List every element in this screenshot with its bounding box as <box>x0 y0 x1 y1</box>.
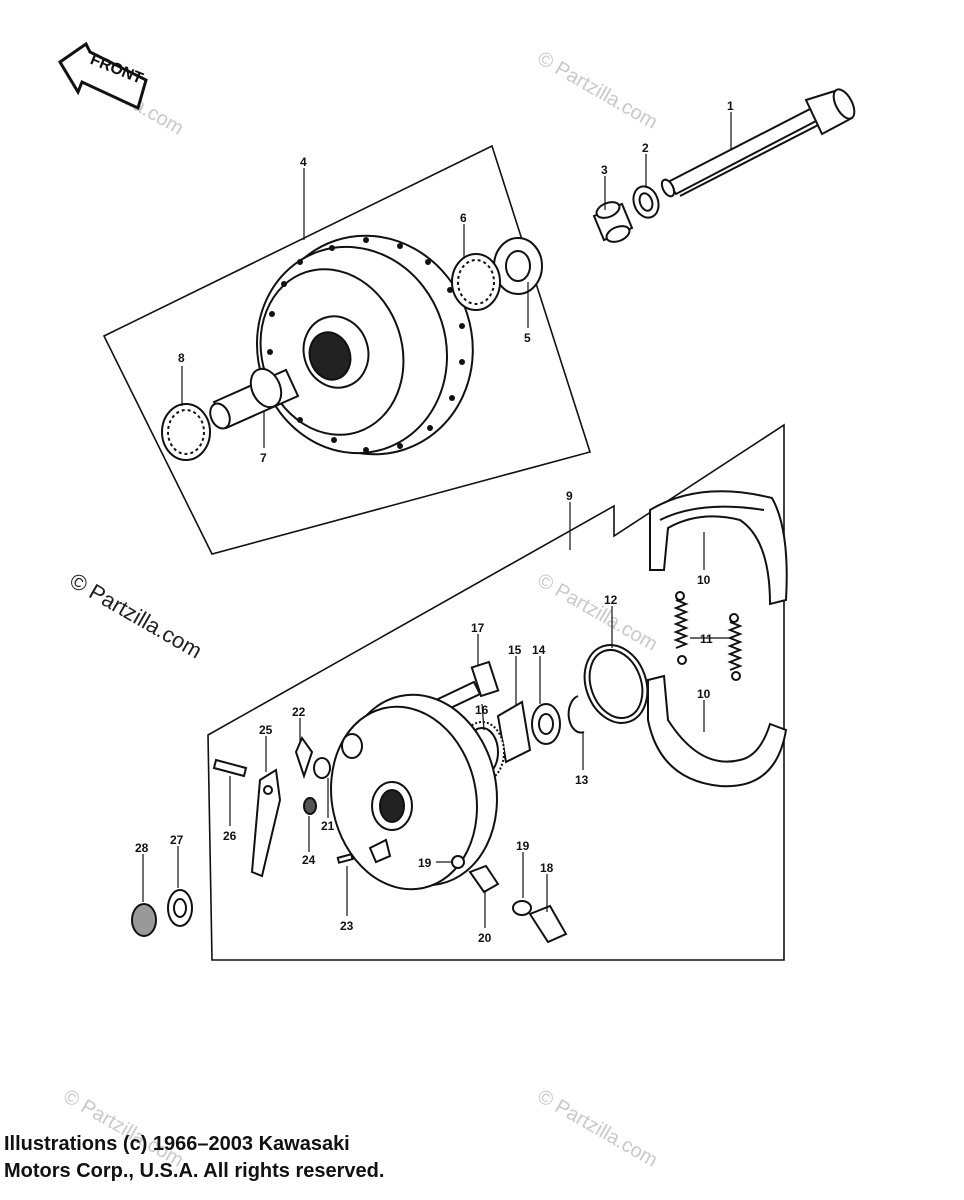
callout-22: 22 <box>292 705 306 719</box>
callout-13: 13 <box>575 773 589 787</box>
callout-26: 26 <box>223 829 237 843</box>
washer-part <box>167 889 193 927</box>
callout-23: 23 <box>340 919 354 933</box>
copyright-line-2: Motors Corp., U.S.A. All rights reserved… <box>4 1160 385 1182</box>
callout-21: 21 <box>321 819 335 833</box>
hub-part <box>255 234 474 456</box>
callout-1: 1 <box>727 99 734 113</box>
spacer-part <box>209 367 300 430</box>
spring-part <box>727 613 743 681</box>
washer-part <box>512 900 532 916</box>
callout-14: 14 <box>532 643 546 657</box>
callout-labels: 1 2 3 4 5 6 7 8 9 10 11 12 10 13 14 15 1… <box>135 99 734 945</box>
front-direction-arrow-icon: FRONT <box>57 41 148 111</box>
brake-panel-part <box>330 693 498 891</box>
callout-10-upper: 10 <box>697 573 711 587</box>
wear-indicator-part <box>294 735 314 780</box>
callout-7: 7 <box>260 451 267 465</box>
brake-shoe-part <box>649 490 788 606</box>
callout-8: 8 <box>178 351 185 365</box>
brake-panel-group-box <box>207 423 785 961</box>
callout-9: 9 <box>566 489 573 503</box>
callout-16: 16 <box>475 703 489 717</box>
copyright-notice: Illustrations (c) 1966–2003 Kawasaki Mot… <box>4 1131 384 1185</box>
callout-11: 11 <box>700 632 713 646</box>
callout-19-right: 19 <box>516 839 530 853</box>
callout-5: 5 <box>524 331 531 345</box>
callout-12: 12 <box>604 593 618 607</box>
bearing-part <box>493 237 543 295</box>
callout-24: 24 <box>302 853 316 867</box>
callout-20: 20 <box>478 931 492 945</box>
circlip-part <box>567 695 585 734</box>
washer-part <box>632 185 660 219</box>
hub-group-box <box>102 144 592 555</box>
callout-15: 15 <box>508 643 522 657</box>
callout-17: 17 <box>471 621 485 635</box>
callout-10-lower: 10 <box>697 687 711 701</box>
washer-part <box>313 757 331 779</box>
nut-part <box>303 797 317 815</box>
axle-nut-part <box>131 903 157 937</box>
dust-seal-ring-part <box>583 644 649 724</box>
bolt-part <box>212 758 248 778</box>
watermark-light: © Partzilla.com <box>534 569 662 655</box>
callout-6: 6 <box>460 211 467 225</box>
copyright-line-1: Illustrations (c) 1966–2003 Kawasaki <box>4 1133 350 1155</box>
washer-part <box>531 703 561 745</box>
callout-19-left: 19 <box>418 856 432 870</box>
callout-25: 25 <box>259 723 273 737</box>
callout-18: 18 <box>540 861 554 875</box>
callout-4: 4 <box>300 155 307 169</box>
watermark-light: © Partzilla.com <box>534 1085 662 1171</box>
callout-28: 28 <box>135 841 149 855</box>
bolt-part <box>468 864 500 894</box>
collar-part <box>592 201 634 243</box>
callout-2: 2 <box>642 141 649 155</box>
axle-part <box>660 88 856 198</box>
bearing-part <box>451 253 501 311</box>
spring-part <box>673 591 689 665</box>
leader-lines <box>142 112 732 928</box>
callout-27: 27 <box>170 833 184 847</box>
watermark-dark: © Partzilla.com <box>66 568 207 664</box>
cam-lever-part <box>250 768 282 878</box>
brake-shoe-part <box>647 674 788 788</box>
pin-part <box>336 853 354 864</box>
watermark-light: © Partzilla.com <box>534 47 662 133</box>
callout-3: 3 <box>601 163 608 177</box>
grease-fitting-part <box>528 904 568 944</box>
bearing-part <box>161 403 211 461</box>
